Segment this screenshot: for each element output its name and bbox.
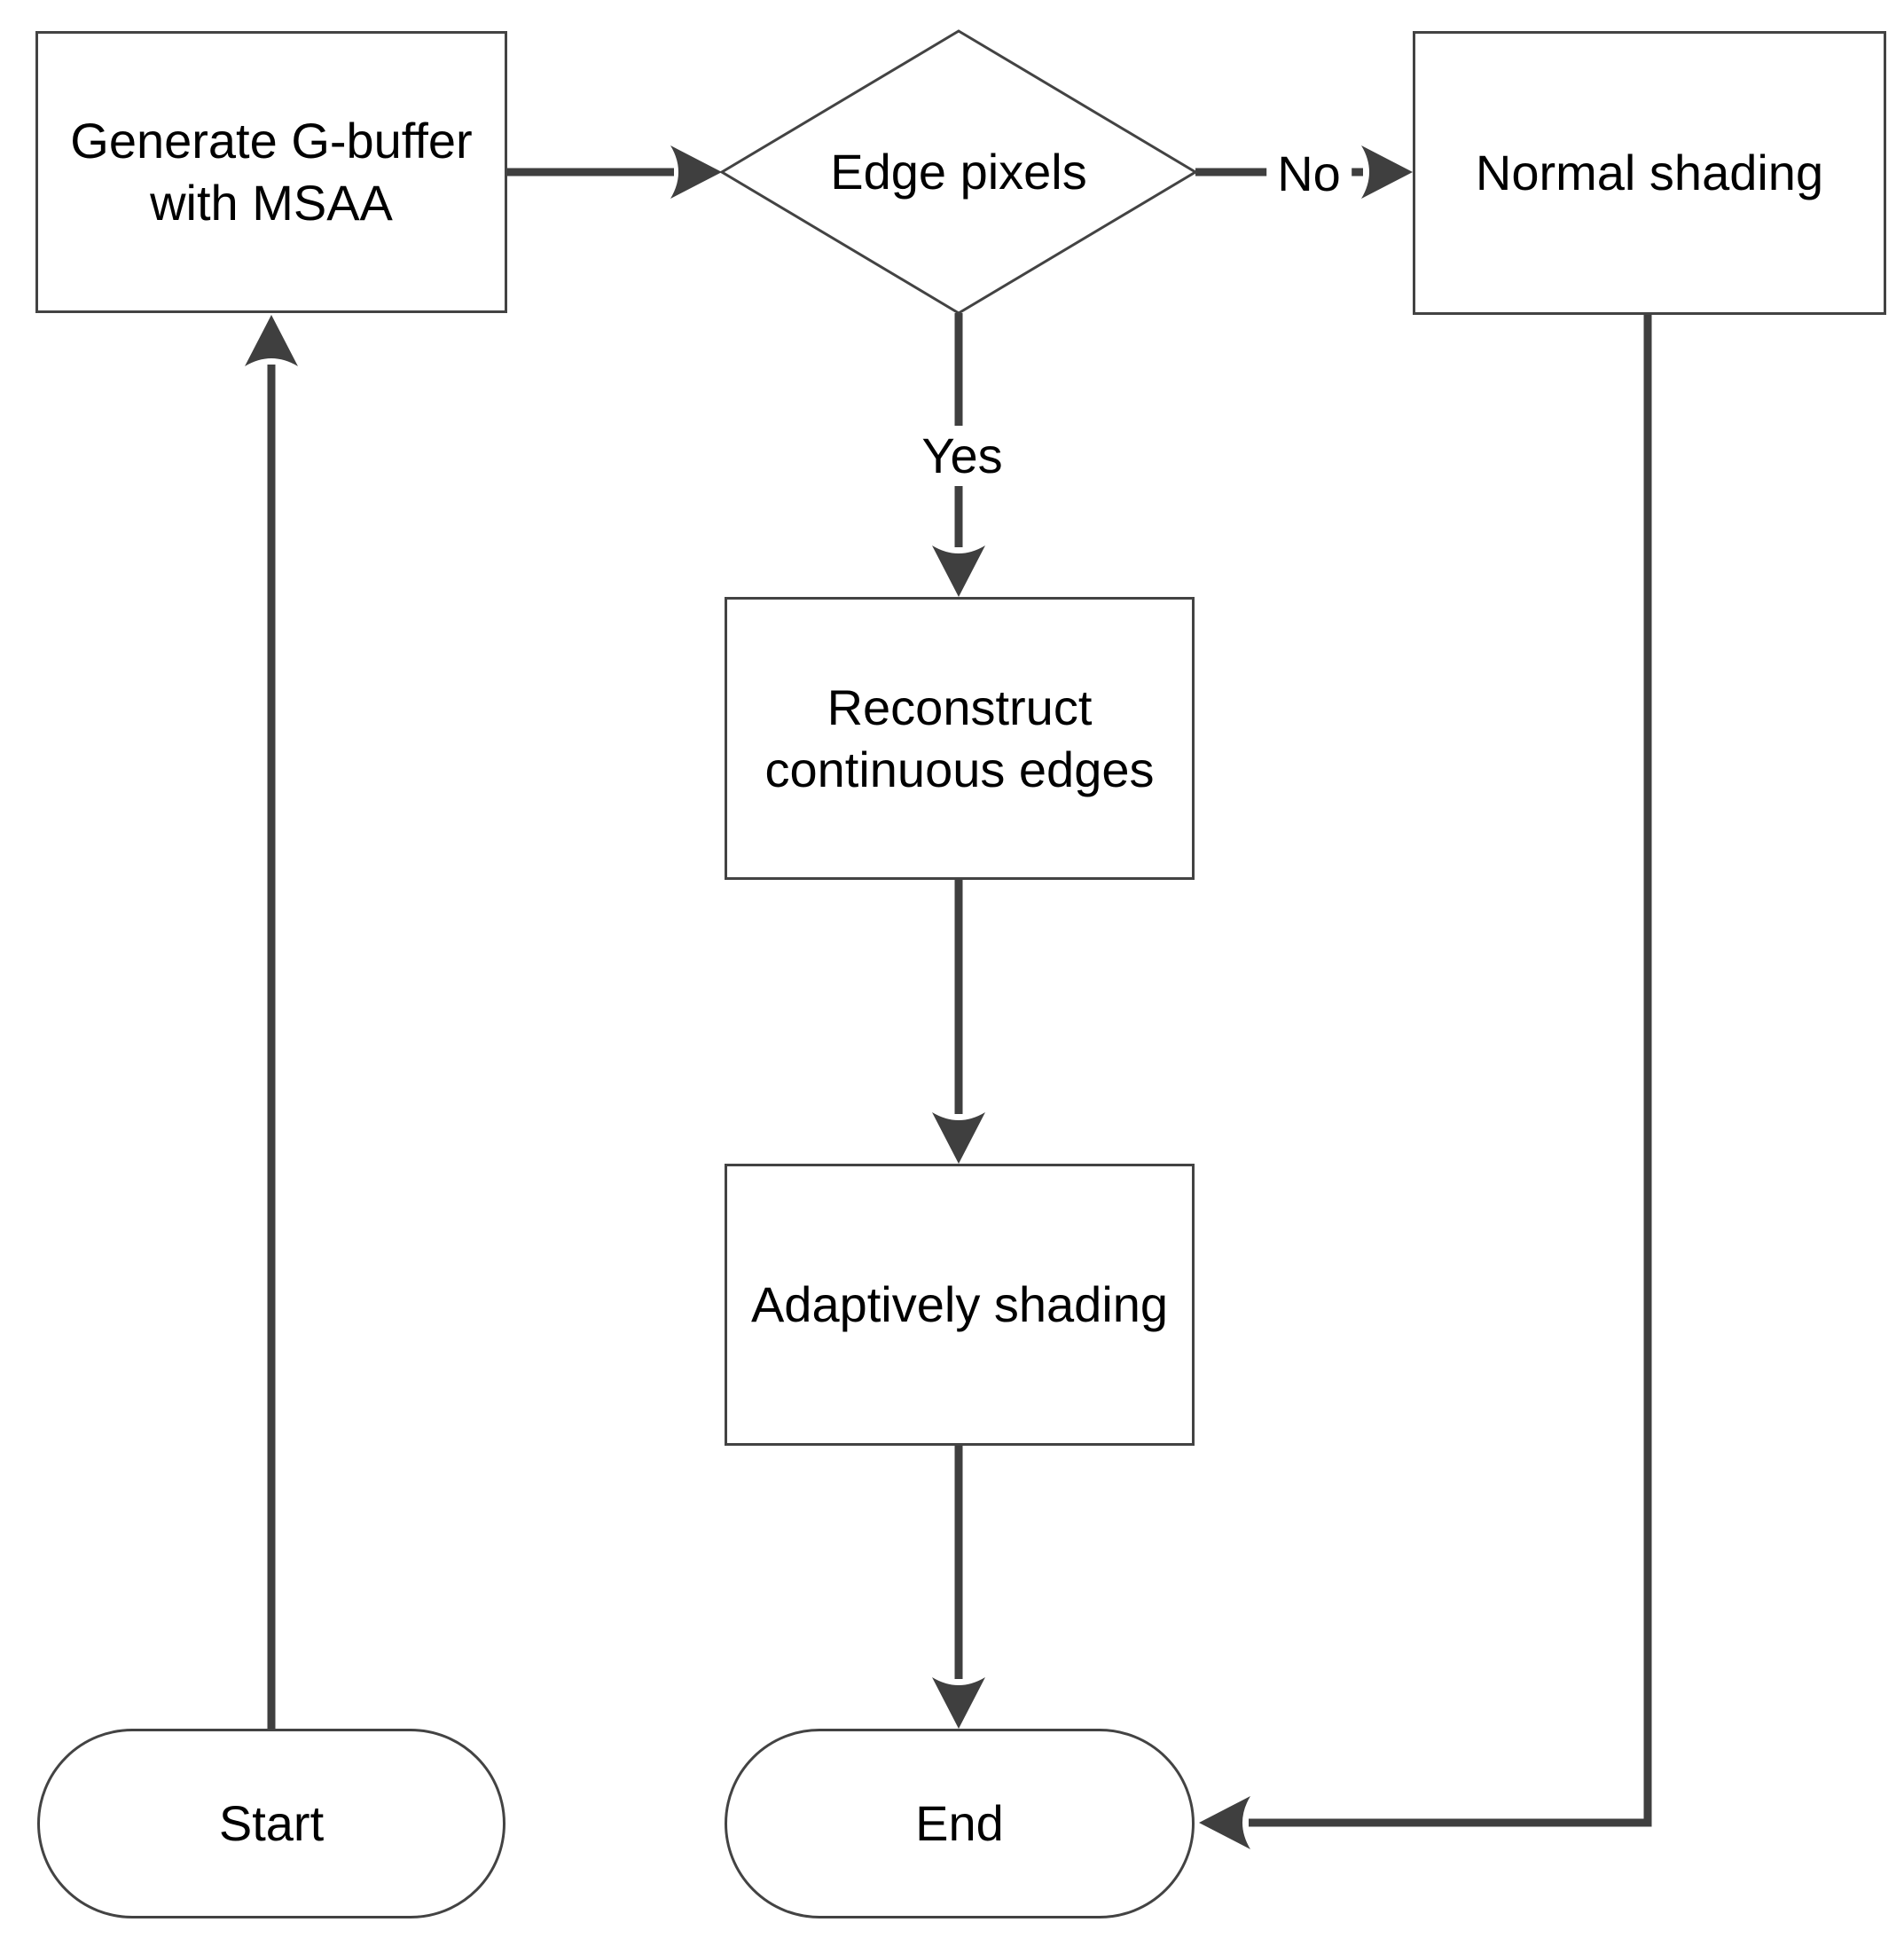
node-decision-label: Edge pixels bbox=[830, 144, 1087, 200]
node-end-label: End bbox=[915, 1795, 1004, 1851]
node-start-label: Start bbox=[218, 1795, 325, 1851]
node-reconstruct-edges-label: Reconstruct continuous edges bbox=[764, 677, 1154, 801]
edge-label-yes: Yes bbox=[911, 426, 1014, 486]
node-normal-shading-label: Normal shading bbox=[1475, 145, 1824, 200]
node-start: Start bbox=[37, 1729, 505, 1918]
connector-line bbox=[1249, 315, 1652, 1827]
connector-adaptive-to-end bbox=[932, 1446, 985, 1729]
node-adaptively-shading: Adaptively shading bbox=[725, 1164, 1195, 1446]
node-generate-gbuffer-label: Generate G-buffer with MSAA bbox=[70, 110, 472, 234]
arrowhead-left-icon bbox=[1199, 1796, 1250, 1849]
connector-start-to-generate bbox=[245, 315, 298, 1729]
edge-label-no: No bbox=[1266, 144, 1352, 204]
node-normal-shading: Normal shading bbox=[1413, 31, 1886, 315]
node-generate-gbuffer: Generate G-buffer with MSAA bbox=[35, 31, 507, 313]
label-line-2: continuous edges bbox=[764, 741, 1155, 797]
arrowhead-right-icon bbox=[1361, 145, 1413, 199]
decision-diamond-shape bbox=[719, 29, 1198, 315]
node-end: End bbox=[725, 1729, 1195, 1918]
node-decision-edge-pixels: Edge pixels bbox=[722, 31, 1195, 313]
arrowhead-right-icon bbox=[670, 145, 722, 199]
arrowhead-down-icon bbox=[932, 1677, 985, 1729]
connector-generate-to-decision bbox=[507, 145, 722, 199]
connector-reconstruct-to-adaptive bbox=[932, 880, 985, 1164]
arrowhead-up-icon bbox=[245, 315, 298, 366]
node-adaptively-shading-label: Adaptively shading bbox=[750, 1276, 1169, 1332]
label-line-1: Generate G-buffer bbox=[70, 113, 473, 169]
arrowhead-down-icon bbox=[932, 1112, 985, 1164]
node-reconstruct-edges: Reconstruct continuous edges bbox=[725, 597, 1195, 880]
arrowhead-down-icon bbox=[932, 545, 985, 597]
label-line-2: with MSAA bbox=[150, 175, 393, 231]
connector-normal-to-end bbox=[1199, 315, 1652, 1849]
label-line-1: Reconstruct bbox=[827, 679, 1093, 735]
